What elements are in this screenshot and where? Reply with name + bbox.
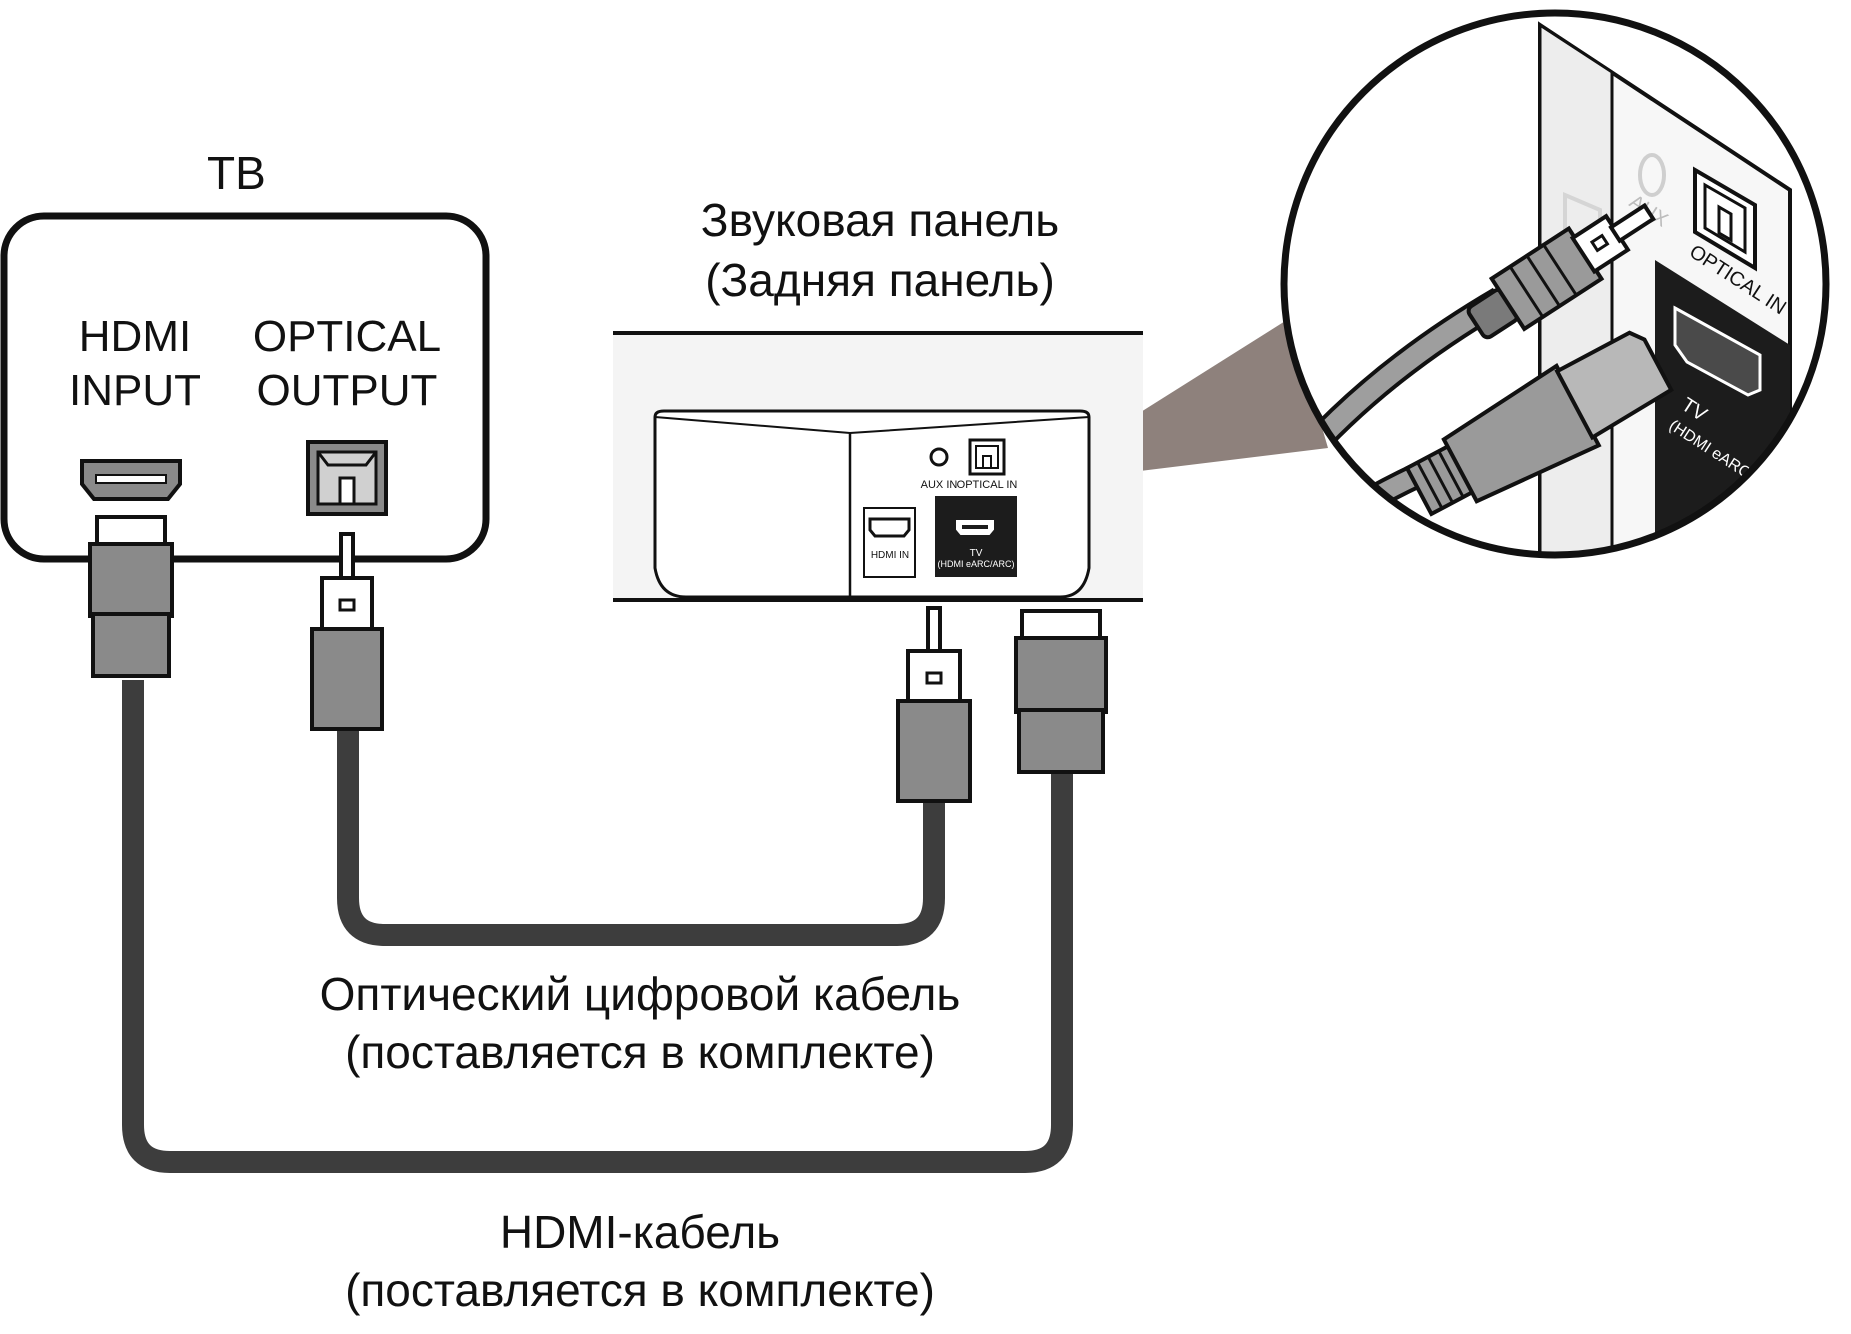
soundbar-aux-jack	[929, 447, 949, 467]
hdmi-cable	[122, 680, 1073, 1173]
soundbar-title: Звуковая панель (Задняя панель)	[700, 194, 1060, 306]
soundbar-hdmi-plug	[1014, 609, 1108, 774]
soundbar-tv-sub-label: (HDMI eARC/ARC)	[937, 559, 1014, 569]
soundbar-hdmi-in-port	[868, 517, 911, 538]
tv-title: ТВ	[207, 147, 266, 199]
hdmi-cable-label: HDMI-кабель (поставляется в комплекте)	[345, 1206, 935, 1316]
tv-hdmi-port	[80, 459, 182, 501]
soundbar-tv-label: TV	[970, 548, 983, 559]
zoom-optical-plug	[1466, 202, 1657, 340]
tv-optical-output-label: OPTICAL OUTPUT	[252, 312, 442, 415]
zoom-tv-hdmi-port	[1673, 305, 1762, 397]
soundbar-optical-plug	[896, 606, 972, 803]
soundbar: AUX IN OPTICAL IN HDMI IN TV (HDMI eARC/…	[613, 331, 1143, 602]
soundbar-aux-label: AUX IN	[921, 479, 958, 491]
zoom-hdmi-plug	[1404, 330, 1674, 517]
soundbar-optical-label: OPTICAL IN	[957, 479, 1018, 491]
tv-hdmi-plug	[88, 515, 174, 678]
tv-optical-plug	[310, 532, 384, 731]
soundbar-hdmi-in-label: HDMI IN	[871, 550, 909, 561]
tv-hdmi-input-label: HDMI INPUT	[69, 312, 201, 415]
soundbar-optical-in-port	[968, 438, 1006, 476]
optical-cable	[337, 730, 945, 946]
tv-optical-port	[306, 440, 388, 516]
zoom-circle-border	[1280, 9, 1830, 559]
zoom-optical-in-port	[1693, 166, 1757, 272]
optical-cable-label: Оптический цифровой кабель (поставляется…	[319, 968, 961, 1078]
